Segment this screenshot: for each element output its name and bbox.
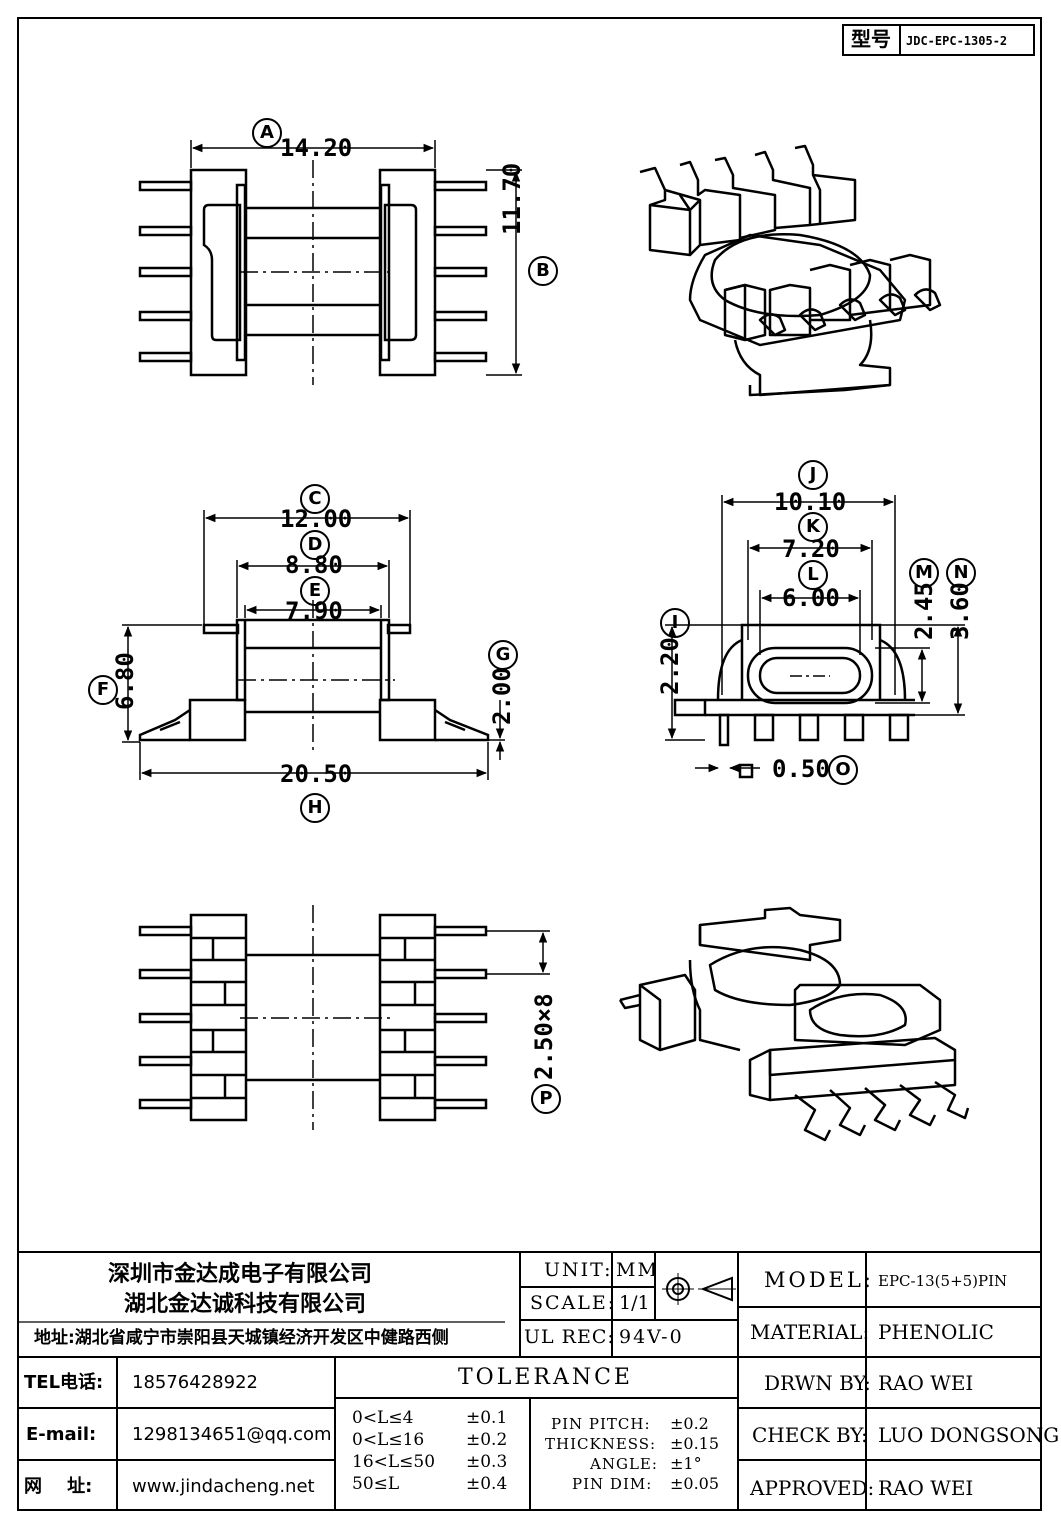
dim-n-marker: N [946,558,976,588]
dim-h-value: 20.50 [280,760,353,788]
dim-n-value: 3.60 [946,582,974,640]
dim-p-value: 2.50×8 [530,993,558,1080]
isometric-view-bottom [618,906,970,1142]
approved-value: RAO WEI [878,1476,974,1500]
dim-f-marker: F [88,675,118,705]
web-label: 网 址: [24,1476,93,1497]
dim-g-value: 2.00 [488,667,516,725]
dim-d-marker: D [300,530,330,560]
tolerance-title: TOLERANCE [458,1365,633,1390]
dim-h-marker: H [300,793,330,823]
company-name-1: 深圳市金达成电子有限公司 [108,1262,373,1287]
model-label: MODEL: [764,1268,874,1292]
email-value: 1298134651@qq.com [132,1424,332,1445]
check-by-value: LUO DONGSONG [878,1423,1060,1447]
dim-e-value: 7.90 [285,597,343,625]
angle-value: ±1° [670,1454,702,1473]
dim-o-value: 0.50 [772,755,830,783]
tolerance-value-4: ±0.4 [466,1474,508,1494]
model-box-label: 型号 [851,27,891,51]
tolerance-range-4: 50≤L [352,1474,400,1494]
tolerance-value-3: ±0.3 [466,1452,508,1472]
model-box-value: JDC-EPC-1305-2 [906,34,1008,48]
dim-i-value: 2.20 [656,637,684,695]
tolerance-value-2: ±0.2 [466,1430,508,1450]
tel-value: 18576428922 [132,1372,258,1393]
tolerance-range-3: 16<L≤50 [352,1452,436,1472]
dim-a-marker: A [252,118,282,148]
dim-d-value: 8.80 [285,551,343,579]
model-box [842,24,1035,56]
company-address: 地址:湖北省咸宁市崇阳县天城镇经济开发区中健路西侧 [34,1328,449,1348]
pin-dim-label: PIN DIM: [572,1475,653,1493]
scale-value: 1/1 [619,1292,650,1314]
approved-label: APPROVED: [750,1476,875,1500]
unit-label: UNIT: [544,1259,613,1281]
thickness-value: ±0.15 [670,1434,720,1453]
dim-k-value: 7.20 [782,535,840,563]
check-by-label: CHECK BY: [752,1423,868,1447]
ul-rec-value: 94V-0 [619,1326,684,1348]
tolerance-range-1: 0<L≤4 [352,1408,414,1428]
material-value: PHENOLIC [878,1320,994,1344]
dim-c-marker: C [300,484,330,514]
pin-pitch-value: ±0.2 [670,1414,709,1433]
side-view [673,623,915,779]
angle-label: ANGLE: [590,1455,658,1473]
isometric-view-top [639,144,942,397]
ul-rec-label: UL REC: [524,1326,615,1348]
front-view [138,618,490,742]
dim-m-marker: M [909,558,939,588]
pin-dim-value: ±0.05 [670,1474,720,1493]
dim-m-value: 2.45 [910,582,938,640]
tolerance-range-2: 0<L≤16 [352,1430,425,1450]
dim-i-marker: I [660,608,690,638]
dim-p-marker: P [531,1084,561,1114]
dim-k-marker: K [798,512,828,542]
dim-j-value: 10.10 [774,488,847,516]
tolerance-value-1: ±0.1 [466,1408,508,1428]
dim-l-marker: L [798,560,828,590]
dim-g-marker: G [488,640,518,670]
thickness-label: THICKNESS: [545,1435,657,1453]
pin-pitch-label: PIN PITCH: [551,1415,651,1433]
unit-value: MM [616,1259,659,1281]
dim-b-value: 11.70 [498,162,526,235]
dim-c-value: 12.00 [280,505,353,533]
dim-j-marker: J [798,460,828,490]
material-label: MATERIAL: [750,1320,870,1344]
drawn-by-value: RAO WEI [878,1371,974,1395]
title-block [18,1251,1041,1510]
dim-e-marker: E [300,576,330,606]
tel-label: TEL电话: [24,1372,104,1393]
dim-b-marker: B [528,256,558,286]
dim-o-marker: O [828,755,858,785]
company-name-2: 湖北金达诚科技有限公司 [124,1292,367,1317]
dim-a-value: 14.20 [280,134,353,162]
drawn-by-label: DRWN BY: [764,1371,871,1395]
scale-label: SCALE: [530,1292,617,1314]
web-value: www.jindacheng.net [132,1476,315,1497]
model-value: EPC-13(5+5)PIN [878,1272,1008,1290]
dim-f-value: 6.80 [111,652,139,710]
dim-l-value: 6.00 [782,584,840,612]
email-label: E-mail: [26,1424,97,1445]
